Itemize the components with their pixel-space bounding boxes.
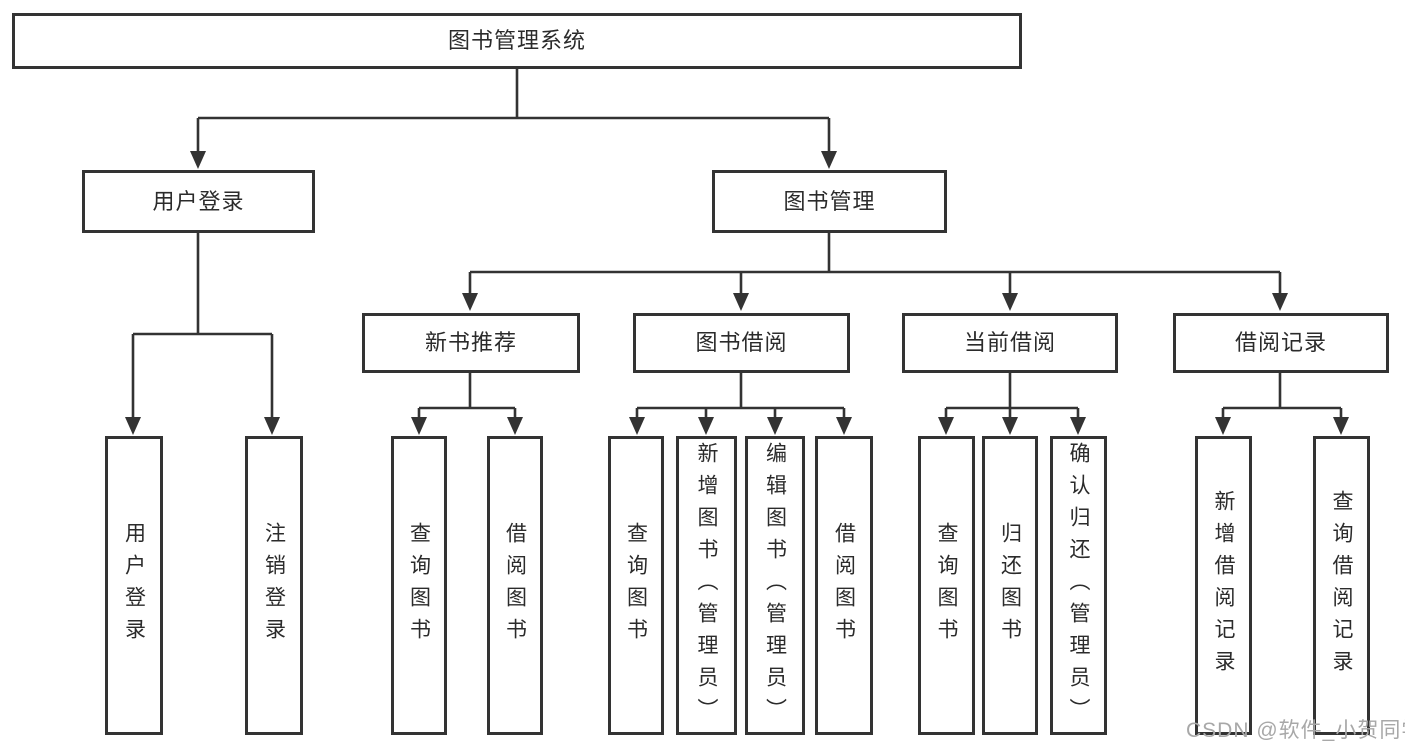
- node-borrow-records: 借阅记录: [1173, 313, 1389, 373]
- leaf-add-book-admin: 新增图书（管理员）: [676, 436, 737, 735]
- leaf-confirm-return-admin: 确认归还（管理员）: [1050, 436, 1107, 735]
- csdn-watermark: CSDN @软件_小贺同学: [1186, 719, 1405, 742]
- node-new-book-recommend: 新书推荐: [362, 313, 580, 373]
- node-label: 当前借阅: [963, 330, 1056, 355]
- leaf-label: 借阅图书: [503, 521, 527, 650]
- leaf-label: 查询图书: [624, 521, 648, 650]
- node-root-system: 图书管理系统: [12, 13, 1022, 69]
- node-book-management: 图书管理: [712, 170, 947, 233]
- leaf-return-books: 归还图书: [982, 436, 1038, 735]
- leaf-label: 注销登录: [262, 521, 286, 650]
- node-label: 新书推荐: [424, 330, 517, 355]
- leaf-user-login: 用户登录: [105, 436, 163, 735]
- leaf-edit-book-admin: 编辑图书（管理员）: [745, 436, 805, 735]
- leaf-logout: 注销登录: [245, 436, 303, 735]
- leaf-label: 新增图书（管理员）: [695, 441, 718, 730]
- leaf-label: 编辑图书（管理员）: [763, 441, 787, 730]
- leaf-label: 查询图书: [407, 521, 431, 650]
- leaf-query-books-borrow: 查询图书: [608, 436, 664, 735]
- node-label: 借阅记录: [1234, 330, 1327, 355]
- leaf-query-books-current: 查询图书: [918, 436, 975, 735]
- node-root-label: 图书管理系统: [447, 28, 586, 53]
- node-current-borrow: 当前借阅: [902, 313, 1118, 373]
- node-book-borrow: 图书借阅: [633, 313, 850, 373]
- leaf-label: 确认归还（管理员）: [1067, 441, 1090, 730]
- node-label: 用户登录: [152, 188, 245, 214]
- leaf-label: 新增借阅记录: [1212, 489, 1235, 682]
- leaf-query-books-recommend: 查询图书: [391, 436, 447, 735]
- leaf-add-borrow-record: 新增借阅记录: [1195, 436, 1252, 735]
- leaf-label: 用户登录: [122, 521, 146, 650]
- arrowhead-icons: [125, 151, 1349, 435]
- leaf-borrow-books-recommend: 借阅图书: [487, 436, 543, 735]
- node-label: 图书管理: [783, 188, 876, 214]
- leaf-borrow-books: 借阅图书: [815, 436, 873, 735]
- node-label: 图书借阅: [695, 330, 788, 355]
- leaf-query-borrow-record: 查询借阅记录: [1313, 436, 1370, 735]
- leaf-label: 借阅图书: [832, 521, 856, 650]
- leaf-label: 查询图书: [935, 521, 958, 650]
- node-user-login: 用户登录: [82, 170, 315, 233]
- connector-lines: [131, 68, 1343, 419]
- leaf-label: 查询借阅记录: [1330, 489, 1353, 682]
- leaf-label: 归还图书: [998, 521, 1022, 650]
